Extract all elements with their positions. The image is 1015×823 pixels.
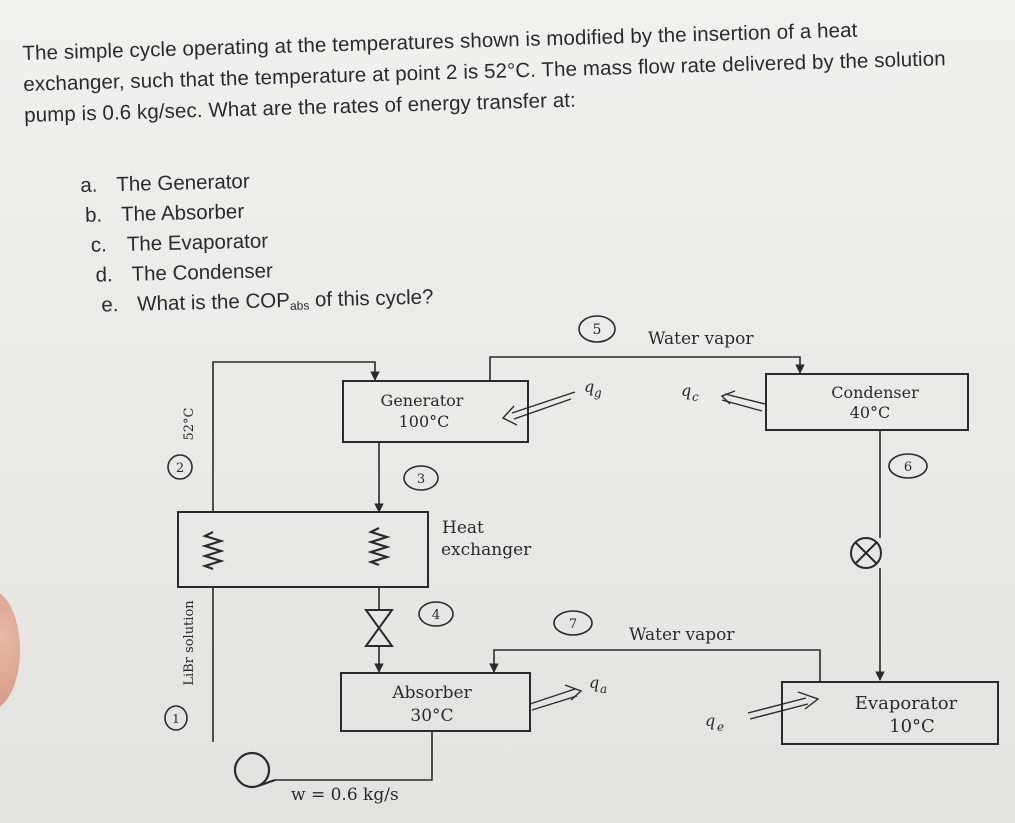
condenser-label: Condenser (831, 383, 919, 402)
pump-work-label: w = 0.6 kg/s (291, 785, 399, 805)
heat-exchanger-box (177, 511, 429, 588)
svg-text:q: q (589, 673, 599, 692)
coil-icon (201, 531, 225, 571)
qe-label: q e (705, 711, 724, 734)
water-vapor-mid-label: Water vapor (629, 625, 735, 645)
absorber-to-pump-line (275, 731, 433, 781)
qa-label: q a (589, 673, 607, 696)
state-label-4: 4 (432, 608, 440, 623)
absorber-box (340, 672, 531, 732)
qc-label: q c (681, 381, 699, 404)
evaporator-box (781, 681, 999, 745)
state-point-7 (553, 610, 593, 636)
expansion-valve-icon (850, 537, 882, 569)
evaporator-label: Evaporator (855, 693, 958, 714)
temp-point2-label: 52°C (182, 407, 197, 440)
svg-text:q: q (584, 377, 594, 396)
absorber-label: Absorber (391, 683, 472, 703)
heat-arrow-icon (529, 684, 583, 711)
heat-exchanger-label-line1: Heat (442, 518, 484, 538)
state-label-1: 1 (172, 712, 180, 726)
svg-text:a: a (600, 682, 607, 696)
state-point-5 (578, 315, 616, 343)
water-vapor-top-label: Water vapor (648, 329, 754, 349)
finger-shadow (0, 590, 20, 710)
throttle-valve-icon (364, 609, 394, 647)
condenser-box (765, 373, 969, 431)
heat-exchanger-label-line2: exchanger (441, 540, 532, 560)
libr-line-left-upper (212, 361, 380, 512)
generator-box (342, 380, 529, 443)
state-label-3: 3 (417, 472, 425, 487)
state-label-6: 6 (904, 460, 912, 475)
state-point-3 (403, 465, 439, 491)
heat-arrow-icon (720, 390, 766, 412)
state-point-6 (888, 453, 928, 479)
libr-solution-label: LiBr solution (182, 600, 197, 686)
state-label-7: 7 (569, 617, 577, 632)
water-vapor-top-line (489, 356, 805, 381)
state-label-5: 5 (593, 322, 602, 338)
evaporator-temp: 10°C (889, 716, 935, 737)
state-point-4 (418, 601, 454, 627)
condenser-temp: 40°C (850, 403, 891, 422)
absorber-temp: 30°C (410, 706, 453, 726)
generator-label: Generator (381, 391, 464, 410)
qg-label: q g (584, 377, 602, 400)
coil-icon (367, 527, 391, 567)
heat-arrow-icon (747, 691, 820, 720)
svg-text:g: g (594, 386, 602, 400)
svg-text:e: e (717, 720, 724, 734)
state-label-2: 2 (176, 461, 184, 476)
heat-arrow-icon (501, 391, 576, 426)
water-vapor-mid-line (489, 649, 821, 682)
pump-icon (233, 751, 276, 789)
generator-temp: 100°C (399, 412, 450, 431)
svg-text:q: q (705, 711, 715, 730)
state-point-2 (167, 454, 193, 480)
svg-text:c: c (692, 390, 699, 404)
state-point-1 (164, 705, 188, 731)
svg-text:q: q (681, 381, 691, 400)
